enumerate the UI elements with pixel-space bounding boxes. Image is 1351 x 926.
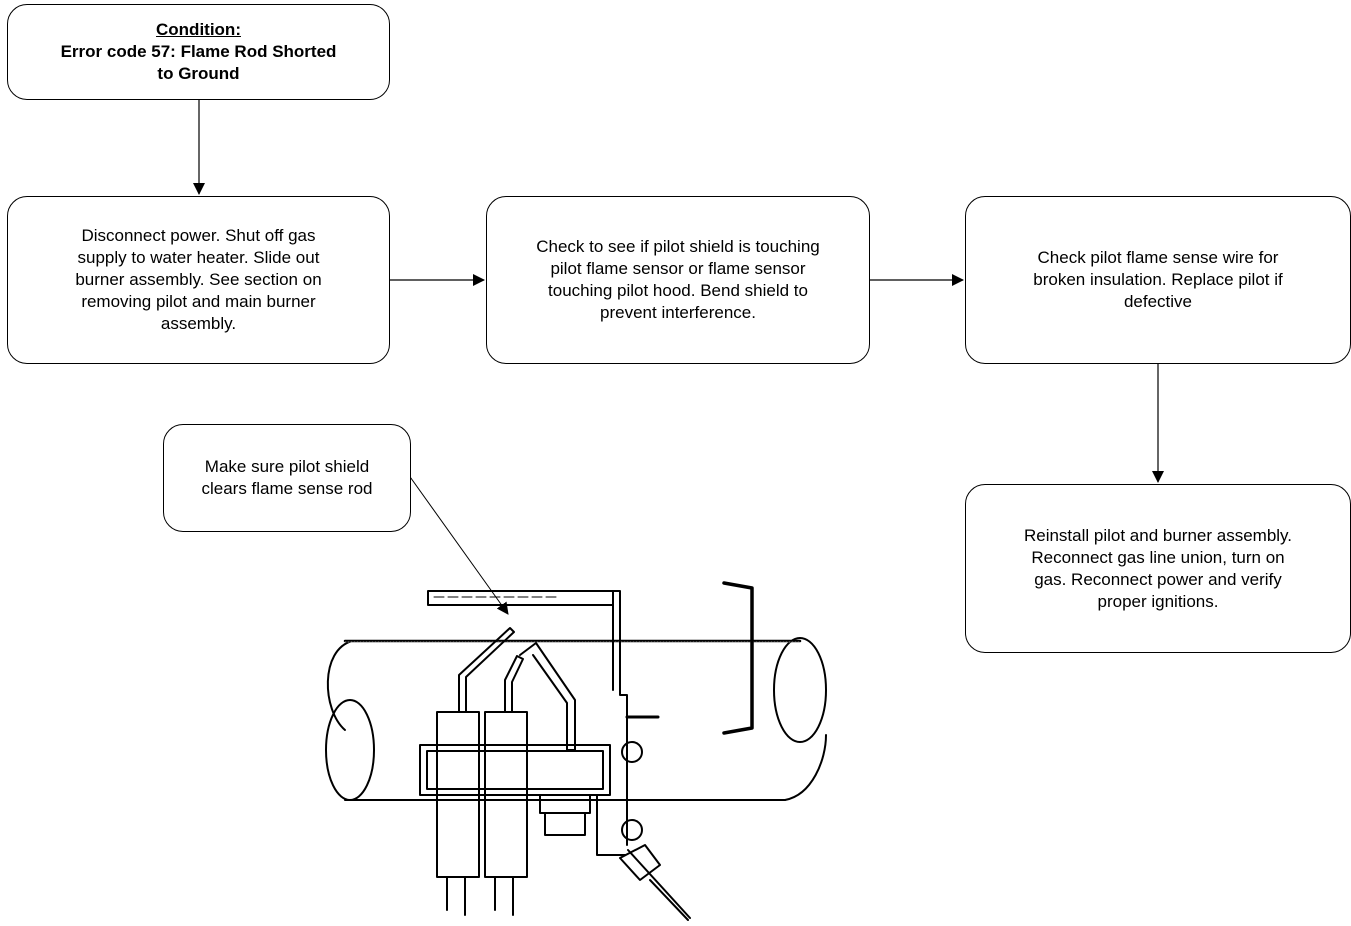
callout-leader-arrow xyxy=(407,473,509,615)
step-text: Check to see if pilot shield is touching… xyxy=(536,237,820,322)
condition-box: Condition: Error code 57: Flame Rod Shor… xyxy=(7,4,390,100)
insulators-drawing xyxy=(436,711,528,916)
bracket-drawing xyxy=(722,581,754,735)
condition-heading: Condition: xyxy=(156,20,241,39)
step-text: Reinstall pilot and burner assembly. Rec… xyxy=(1023,525,1293,611)
pilot-shield-drawing xyxy=(427,590,660,846)
step-box-disconnect: Disconnect power. Shut off gas supply to… xyxy=(7,196,390,364)
gas-tube-drawing xyxy=(325,637,827,801)
sense-wire-drawing xyxy=(619,844,691,921)
step-box-check-wire: Check pilot flame sense wire for broken … xyxy=(965,196,1351,364)
condition-text: Error code 57: Flame Rod Shorted to Grou… xyxy=(60,42,337,83)
step-text: Check pilot flame sense wire for broken … xyxy=(1033,248,1283,311)
pilot-assembly-illustration xyxy=(325,581,827,921)
electrode-rods-drawing xyxy=(458,627,576,751)
step-box-check-shield: Check to see if pilot shield is touching… xyxy=(486,196,870,364)
step-text: Disconnect power. Shut off gas supply to… xyxy=(75,226,322,333)
clamp-drawing xyxy=(419,741,643,856)
callout-text: Make sure pilot shield clears flame sens… xyxy=(201,457,373,498)
callout-box: Make sure pilot shield clears flame sens… xyxy=(163,424,411,532)
step-box-reinstall: Reinstall pilot and burner assembly. Rec… xyxy=(965,484,1351,653)
